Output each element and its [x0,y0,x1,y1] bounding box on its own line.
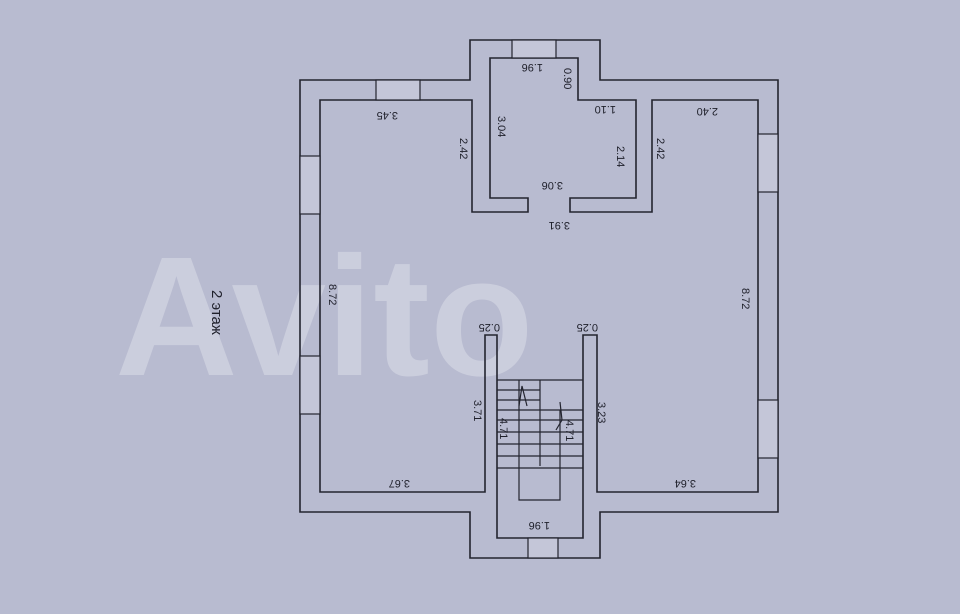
inner-wall [319,57,759,539]
dim-stair-right-inner: 4.71 [563,420,575,441]
stair-arrow-up [518,385,528,407]
dim-stair-left-inner: 4.71 [497,418,509,439]
dim-right-upper-left: 2.42 [654,138,666,159]
outer-wall [299,39,779,559]
windows [299,39,779,559]
avito-watermark: Avito [115,222,534,412]
window-right-lower [757,399,779,459]
window-right-upper [757,133,779,193]
staircase [497,379,583,501]
dim-right-height: 8.72 [739,288,751,309]
dim-right-bottom: 3.64 [675,477,696,489]
dim-bath-top: 1.96 [522,61,543,73]
dim-bath-outer-bottom: 3.91 [549,219,570,231]
window-left-upper [299,155,321,215]
dim-bath-left: 3.04 [495,116,507,137]
dim-left-height: 8.72 [326,284,338,305]
dim-bath-notch-v: 0.90 [561,68,573,89]
stair-arrow-turn [555,401,563,431]
dim-stair-bottom: 1.96 [529,519,550,531]
dim-bath-notch-h: 1.10 [595,103,616,115]
dim-left-upper-right: 2.42 [457,138,469,159]
dim-bath-right: 2.14 [614,146,626,167]
dim-stair-wall-right-top: 0.25 [577,321,598,333]
window-left-lower [299,355,321,415]
dim-left-bottom: 3.67 [389,477,410,489]
window-stair [527,537,559,559]
dim-stair-left-outer: 3.71 [471,400,483,421]
dim-bath-bottom: 3.06 [542,179,563,191]
dim-stair-wall-left-top: 0.25 [479,321,500,333]
dim-stair-right-outer: 3.23 [595,402,607,423]
floor-label: 2 этаж [208,290,225,335]
dim-right-top: 2.40 [697,105,718,117]
window-bath [511,39,557,59]
window-top-left [375,79,421,101]
dim-left-top: 3.45 [377,109,398,121]
dimension-labels: 3.45 2.42 3.04 1.96 0.90 1.10 2.14 2.42 … [326,61,751,531]
